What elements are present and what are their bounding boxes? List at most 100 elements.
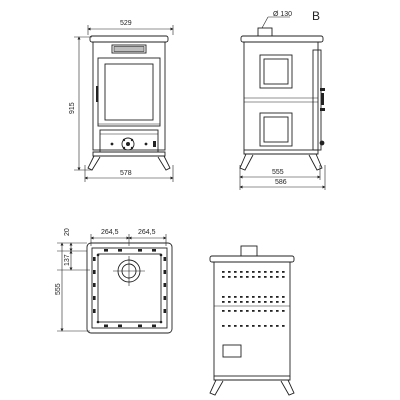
vent-hole <box>234 301 237 303</box>
vent-hole <box>258 325 261 327</box>
vent-hole <box>282 301 285 303</box>
vent-hole <box>258 301 261 303</box>
side-leg-rear <box>239 153 254 171</box>
side-handle <box>321 93 324 105</box>
vent-hole <box>276 271 279 273</box>
vent-hole <box>276 296 279 298</box>
vent-hole <box>252 301 255 303</box>
vent-hole <box>282 276 285 278</box>
front-fire-door-glass <box>104 63 154 121</box>
side-door-hinge-top <box>320 88 325 91</box>
side-front-edge <box>312 49 322 151</box>
vent-hole <box>234 296 237 298</box>
back-leg-left <box>209 379 224 396</box>
top-offset-b-label: 137 <box>64 254 71 266</box>
vent-hole <box>234 325 237 327</box>
vent-hole <box>222 296 225 298</box>
front-oven-vent <box>111 44 147 54</box>
vent-hole <box>246 310 249 312</box>
vent-hole <box>222 271 225 273</box>
vent-hole <box>240 325 243 327</box>
side-leg-front <box>308 153 323 171</box>
front-air-control-knob <box>121 137 135 151</box>
vent-hole <box>276 301 279 303</box>
vent-hole <box>282 310 285 312</box>
vent-hole <box>228 325 231 327</box>
vent-hole <box>222 325 225 327</box>
vent-hole <box>282 271 285 273</box>
vent-hole <box>234 276 237 278</box>
front-legs <box>92 151 166 157</box>
back-view <box>209 245 295 396</box>
vent-hole <box>252 325 255 327</box>
top-view: 264,5 264,5 20 137 555 <box>55 228 173 334</box>
front-height-label: 915 <box>69 102 76 114</box>
vent-hole <box>264 301 267 303</box>
flue-diameter-label: Ø 130 <box>273 11 292 18</box>
top-stove-outline <box>86 242 173 334</box>
vent-hole <box>240 296 243 298</box>
front-stove-top-cap <box>89 35 169 43</box>
vent-hole <box>270 276 273 278</box>
top-offset-a-label: 20 <box>64 228 71 236</box>
vent-hole <box>240 276 243 278</box>
vent-hole <box>252 310 255 312</box>
vent-hole <box>282 296 285 298</box>
vent-hole <box>270 325 273 327</box>
side-upper-panel <box>259 54 293 89</box>
front-oven-vent-inner <box>113 46 145 52</box>
vent-hole <box>246 325 249 327</box>
vent-hole <box>222 310 225 312</box>
vent-hole <box>258 310 261 312</box>
side-body <box>243 41 319 151</box>
vent-hole <box>246 296 249 298</box>
vent-hole <box>246 271 249 273</box>
vent-hole <box>276 276 279 278</box>
top-bolt-holes <box>93 249 167 328</box>
front-ash-drawer <box>99 129 159 153</box>
vent-hole <box>234 310 237 312</box>
back-top-cap <box>209 255 295 263</box>
vent-hole <box>228 301 231 303</box>
top-stove-inner-outline <box>91 247 168 329</box>
vent-hole <box>258 296 261 298</box>
back-leg-right <box>280 379 295 396</box>
vent-hole <box>264 276 267 278</box>
top-spacing-right-label: 264,5 <box>138 229 156 236</box>
vent-hole <box>252 276 255 278</box>
vent-hole <box>264 271 267 273</box>
vent-hole <box>228 310 231 312</box>
vent-hole <box>264 325 267 327</box>
side-flue-collar <box>257 27 273 37</box>
side-depth-label: 555 <box>272 169 284 176</box>
vent-hole <box>234 271 237 273</box>
vent-hole <box>246 276 249 278</box>
vent-hole <box>228 271 231 273</box>
vent-hole <box>246 301 249 303</box>
vent-hole <box>222 276 225 278</box>
side-top-cap <box>240 35 324 43</box>
vent-hole <box>252 271 255 273</box>
back-body <box>213 261 291 377</box>
vent-hole <box>252 296 255 298</box>
back-vent-holes <box>222 271 285 327</box>
vent-hole <box>240 310 243 312</box>
vent-hole <box>228 296 231 298</box>
vent-hole <box>258 276 261 278</box>
vent-hole <box>270 301 273 303</box>
front-fire-door <box>97 57 161 127</box>
top-depth-label: 555 <box>55 283 62 295</box>
vent-hole <box>276 310 279 312</box>
vent-hole <box>240 271 243 273</box>
vent-hole <box>240 301 243 303</box>
vent-hole <box>270 310 273 312</box>
front-view: 529 915 578 <box>69 20 174 182</box>
vent-hole <box>276 325 279 327</box>
vent-hole <box>282 325 285 327</box>
vent-hole <box>258 271 261 273</box>
side-door-hinge-bottom <box>320 108 325 111</box>
side-lower-panel <box>259 112 293 147</box>
vent-hole <box>222 301 225 303</box>
side-view: Ø 130 555 586 <box>239 11 326 190</box>
